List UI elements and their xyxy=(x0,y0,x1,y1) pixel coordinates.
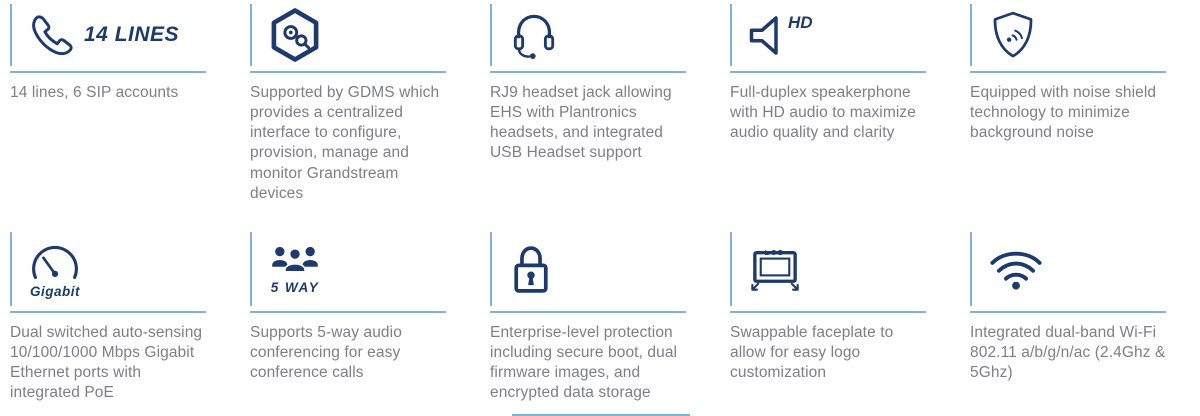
gigabit-gauge-icon xyxy=(28,240,82,281)
gigabit-badge: Gigabit xyxy=(30,283,80,299)
feature-description: Swappable faceplate to allow for easy lo… xyxy=(730,324,894,382)
feature-description: Full-duplex speakerphone with HD audio t… xyxy=(730,84,916,142)
feature-card-speakerphone: HD Full-duplex speakerphone with HD audi… xyxy=(720,0,960,228)
icon-area xyxy=(970,4,1176,66)
headset-icon xyxy=(508,9,560,61)
feature-card-wifi: Integrated dual-band Wi-Fi 802.11 a/b/g/… xyxy=(960,228,1200,416)
five-way-conference-icon xyxy=(268,243,322,277)
partial-divider-bottom xyxy=(512,414,690,416)
icon-stack: Gigabit xyxy=(28,240,82,299)
icon-area xyxy=(970,232,1176,306)
lcd-badge: LCD xyxy=(764,249,786,257)
feature-description: Supports 5-way audio conferencing for ea… xyxy=(250,324,402,382)
divider-line xyxy=(10,311,206,313)
divider-line xyxy=(490,71,686,73)
icon-area: HD xyxy=(730,4,936,66)
divider-line xyxy=(730,311,926,313)
icon-area: LCD xyxy=(730,232,936,306)
feature-card-noise-shield: Equipped with noise shield technology to… xyxy=(960,0,1200,228)
feature-description: Integrated dual-band Wi-Fi 802.11 a/b/g/… xyxy=(970,324,1166,382)
icon-area: Gigabit xyxy=(10,232,216,306)
feature-card-headset: RJ9 headset jack allowing EHS with Plant… xyxy=(480,0,720,228)
divider-line xyxy=(250,311,446,313)
security-padlock-icon xyxy=(508,243,554,296)
feature-card-gigabit: Gigabit Dual switched auto-sensing 10/10… xyxy=(0,228,240,416)
icon-area: 14 LINES xyxy=(10,4,216,66)
icon-stack: 5 WAY xyxy=(268,243,322,295)
divider-line xyxy=(970,71,1166,73)
lines-badge: 14 LINES xyxy=(84,23,180,46)
feature-description: 14 lines, 6 SIP accounts xyxy=(10,84,179,101)
divider-line xyxy=(970,311,1166,313)
5way-badge: 5 WAY xyxy=(270,280,320,295)
divider-line xyxy=(250,71,446,73)
icon-area xyxy=(250,4,456,66)
feature-card-gdms: Supported by GDMS which provides a centr… xyxy=(240,0,480,228)
icon-area xyxy=(490,4,696,66)
speakerphone-icon xyxy=(748,11,790,60)
phone-handset-icon xyxy=(28,13,76,58)
gdms-hexagon-icon xyxy=(268,8,322,62)
hd-badge: HD xyxy=(788,13,813,32)
feature-card-5way: 5 WAY Supports 5-way audio conferencing … xyxy=(240,228,480,416)
feature-description: Dual switched auto-sensing 10/100/1000 M… xyxy=(10,324,203,402)
feature-description: RJ9 headset jack allowing EHS with Plant… xyxy=(490,84,672,162)
icon-area xyxy=(490,232,696,306)
divider-line xyxy=(10,71,206,73)
divider-line xyxy=(490,311,686,313)
feature-description: Enterprise-level protection including se… xyxy=(490,324,678,402)
feature-description: Equipped with noise shield technology to… xyxy=(970,84,1157,142)
lcd-faceplate-icon: LCD xyxy=(748,246,802,293)
noise-shield-icon xyxy=(988,10,1038,60)
feature-card-14-lines: 14 LINES 14 lines, 6 SIP accounts xyxy=(0,0,240,228)
feature-card-security: Enterprise-level protection including se… xyxy=(480,228,720,416)
feature-card-faceplate: LCD Swappable faceplate to allow for eas… xyxy=(720,228,960,416)
icon-area: 5 WAY xyxy=(250,232,456,306)
feature-description: Supported by GDMS which provides a centr… xyxy=(250,84,440,202)
wifi-icon xyxy=(988,248,1044,290)
divider-line xyxy=(730,71,926,73)
